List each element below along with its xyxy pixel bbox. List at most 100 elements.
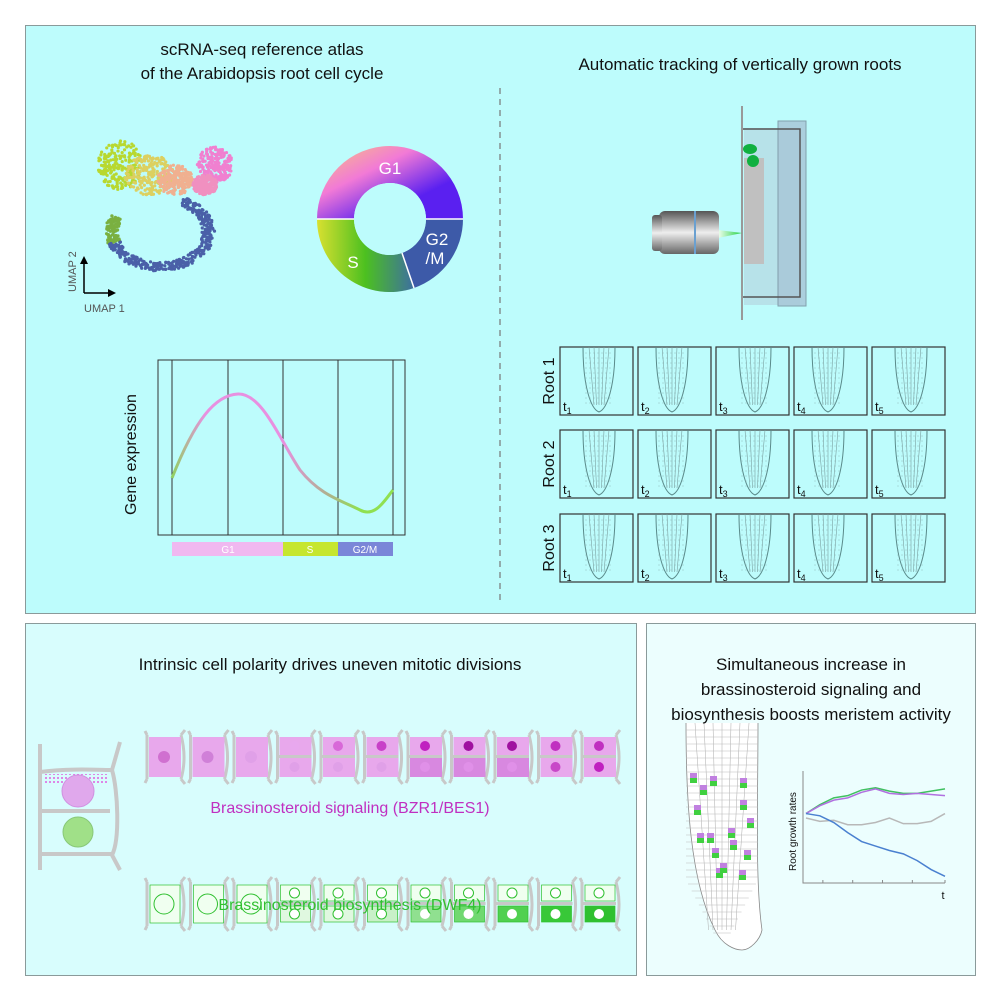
umap-point [171,189,175,193]
umap-point [105,183,110,187]
umap-point [187,176,191,180]
umap-point [172,186,176,190]
brassinosteroid-signaling-cell [744,850,751,855]
umap-point [112,151,117,155]
umap-point [189,172,193,176]
umap-point [156,267,160,271]
cell-wall [230,876,274,932]
meristem-title-line3: biosynthesis boosts meristem activity [671,705,951,724]
umap-point [107,242,112,247]
umap-point [117,252,122,256]
umap-point [110,184,115,188]
umap-point [123,140,127,144]
umap-point [170,174,174,178]
umap-point [112,224,116,228]
nucleus [594,909,604,919]
umap-point [136,175,141,180]
umap-point [170,168,174,172]
nucleus [376,908,387,920]
umap-point [181,264,185,268]
root-outline [582,429,616,496]
umap-point [161,267,165,271]
umap-point [196,175,201,179]
umap-point [139,257,143,261]
umap-point [145,181,150,185]
timepoint-label: t1 [563,482,572,499]
umap-point [169,184,173,188]
umap-point [223,159,227,164]
umap-point [180,178,184,182]
umap-point [124,250,128,255]
umap-point [162,189,166,193]
umap-point [185,197,189,201]
umap-point [124,158,128,162]
nucleus [289,762,300,772]
cell [193,884,224,924]
growth-chart-ylabel: Root growth rates [788,792,799,871]
umap-point [174,178,178,182]
phase-bar-g1 [172,542,283,556]
umap-point [109,225,113,230]
umap-point [113,219,118,223]
umap-point [109,158,113,162]
umap-axis-arrow-right [108,289,116,297]
phase-bar-s [283,542,338,556]
umap-point [220,176,224,181]
umap-point [101,172,106,176]
umap-point [126,259,130,263]
umap-point [103,178,108,182]
umap-point [119,246,123,250]
umap-point [177,166,181,170]
umap-point [214,153,218,157]
nucleus [550,887,561,899]
umap-point [171,163,176,167]
umap-point [218,153,222,157]
umap-point [193,208,197,212]
tracking-title: Automatic tracking of vertically grown r… [578,55,902,74]
umap-point [185,180,189,184]
umap-point [111,158,115,162]
umap-point [200,250,204,255]
umap-point [164,160,168,164]
umap-point [207,237,211,242]
umap-point [206,213,210,217]
root-outline [894,346,928,413]
umap-point [110,214,114,218]
umap-point [184,257,189,261]
umap-point [166,191,170,195]
nucleus [376,887,387,899]
timepoint-label: t4 [797,482,806,499]
umap-point [204,163,209,167]
umap-point [205,232,209,236]
umap-point [218,168,222,172]
growth-rate-chart [802,771,946,884]
umap-point [189,206,193,211]
umap-point [223,173,227,177]
nucleus [153,893,175,915]
umap-point [143,188,147,192]
umap-point [127,262,131,266]
umap-point [117,249,121,253]
umap-point [200,242,204,246]
nucleus [550,909,561,919]
umap-point [186,183,191,187]
umap-point [126,169,130,173]
meristem-title-line1: Simultaneous increase in [716,655,906,674]
umap-point [139,191,143,195]
umap-point [212,229,217,233]
umap-point [205,218,209,222]
umap-point [133,163,137,167]
nucleus [506,887,518,899]
umap-point [203,214,208,218]
phase-label-g1: G1 [221,545,235,556]
cell-wall [143,876,187,932]
nucleus [420,909,430,919]
umap-point [180,191,184,196]
umap-point [163,264,167,268]
umap-point [97,156,101,160]
umap-point [122,148,127,152]
umap-point [127,151,132,155]
umap-point [98,169,102,173]
nucleus [158,751,170,763]
